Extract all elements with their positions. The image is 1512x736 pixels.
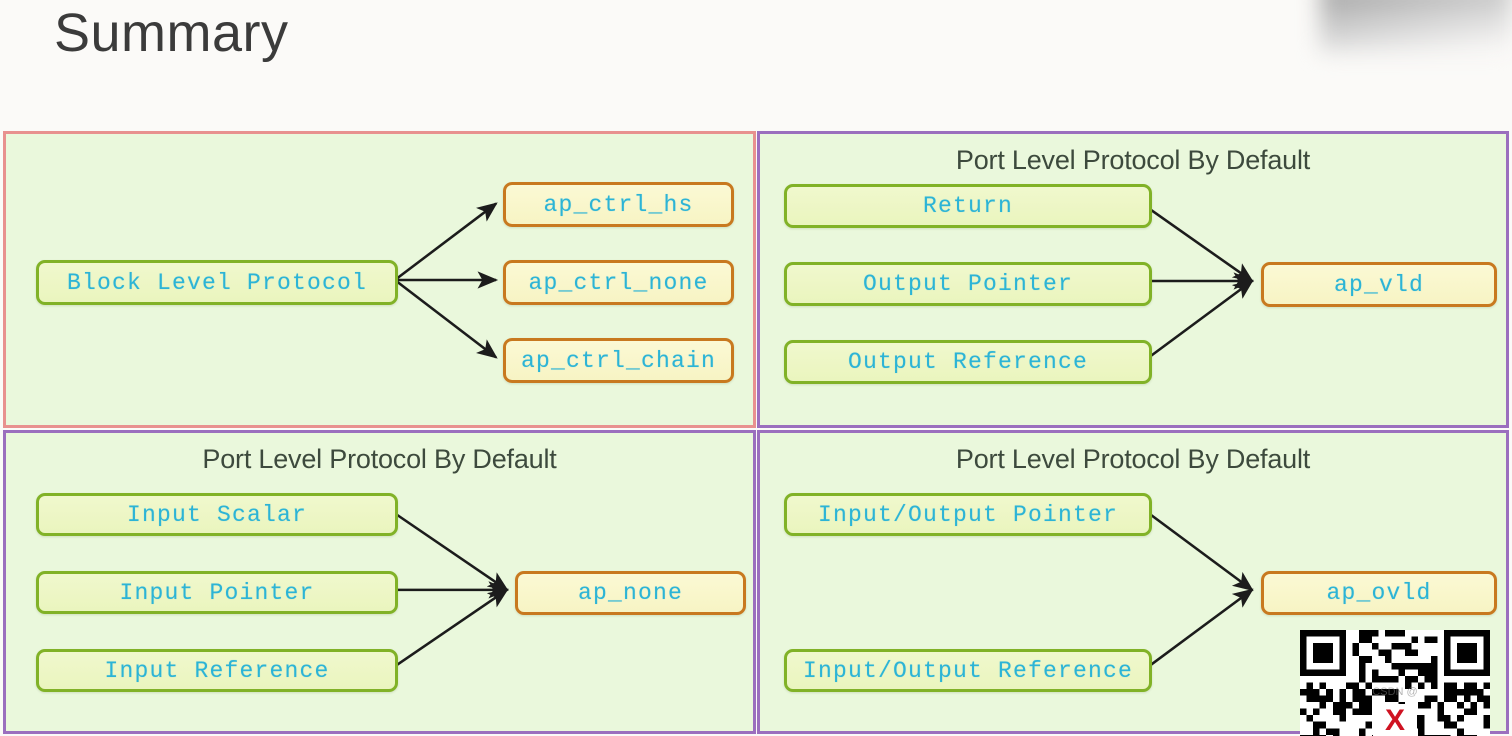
page-title: Summary	[54, 3, 289, 63]
qr-watermark-text: CSDN @	[1372, 686, 1418, 698]
node-label: Input/Output Pointer	[817, 501, 1119, 528]
quadrant-title: Port Level Protocol By Default	[955, 444, 1311, 474]
node-inout-reference[interactable]: Input/Output Reference	[784, 649, 1152, 692]
node-ap-ctrl-hs[interactable]: ap_ctrl_hs	[503, 182, 734, 227]
node-ap-ctrl-none[interactable]: ap_ctrl_none	[503, 260, 734, 305]
node-label: Input/Output Reference	[802, 657, 1134, 684]
corner-blur-artifact	[1320, 0, 1512, 52]
node-ap-ovld[interactable]: ap_ovld	[1261, 571, 1497, 615]
node-label: ap_none	[577, 580, 684, 606]
node-ap-ctrl-chain[interactable]: ap_ctrl_chain	[503, 338, 734, 383]
node-label: Output Pointer	[862, 271, 1074, 297]
quadrant-block-level-protocol: Block Level Protocol ap_ctrl_hs ap_ctrl_…	[3, 131, 756, 428]
quadrant-input-ports: Port Level Protocol By Default Input Sca…	[3, 430, 756, 734]
node-label: Block Level Protocol	[66, 269, 368, 296]
node-label: ap_vld	[1333, 271, 1424, 298]
node-label: ap_ovld	[1326, 580, 1432, 606]
node-input-reference[interactable]: Input Reference	[36, 649, 398, 692]
quadrant-title: Port Level Protocol By Default	[955, 145, 1311, 175]
qr-code-overlay[interactable]: CSDN @ X	[1300, 630, 1490, 736]
node-label: Output Reference	[847, 349, 1089, 375]
node-label: Input Scalar	[126, 501, 308, 528]
node-label: ap_ctrl_none	[528, 269, 709, 296]
quadrant-output-ports: Port Level Protocol By Default Return Ou…	[757, 131, 1509, 428]
node-output-reference[interactable]: Output Reference	[784, 340, 1152, 384]
node-inout-pointer[interactable]: Input/Output Pointer	[784, 493, 1152, 536]
node-ap-vld[interactable]: ap_vld	[1261, 262, 1497, 307]
node-input-pointer[interactable]: Input Pointer	[36, 571, 398, 614]
node-block-level-protocol[interactable]: Block Level Protocol	[36, 260, 398, 305]
node-label: ap_ctrl_chain	[520, 347, 717, 374]
brand-logo-icon: X	[1373, 704, 1417, 736]
node-return[interactable]: Return	[784, 184, 1152, 228]
node-output-pointer[interactable]: Output Pointer	[784, 262, 1152, 306]
node-label: Input Reference	[104, 657, 330, 684]
node-input-scalar[interactable]: Input Scalar	[36, 493, 398, 536]
quadrant-title: Port Level Protocol By Default	[202, 444, 557, 474]
node-ap-none[interactable]: ap_none	[515, 571, 746, 615]
node-label: ap_ctrl_hs	[543, 191, 694, 218]
node-label: Input Pointer	[119, 579, 315, 606]
node-label: Return	[922, 193, 1013, 219]
